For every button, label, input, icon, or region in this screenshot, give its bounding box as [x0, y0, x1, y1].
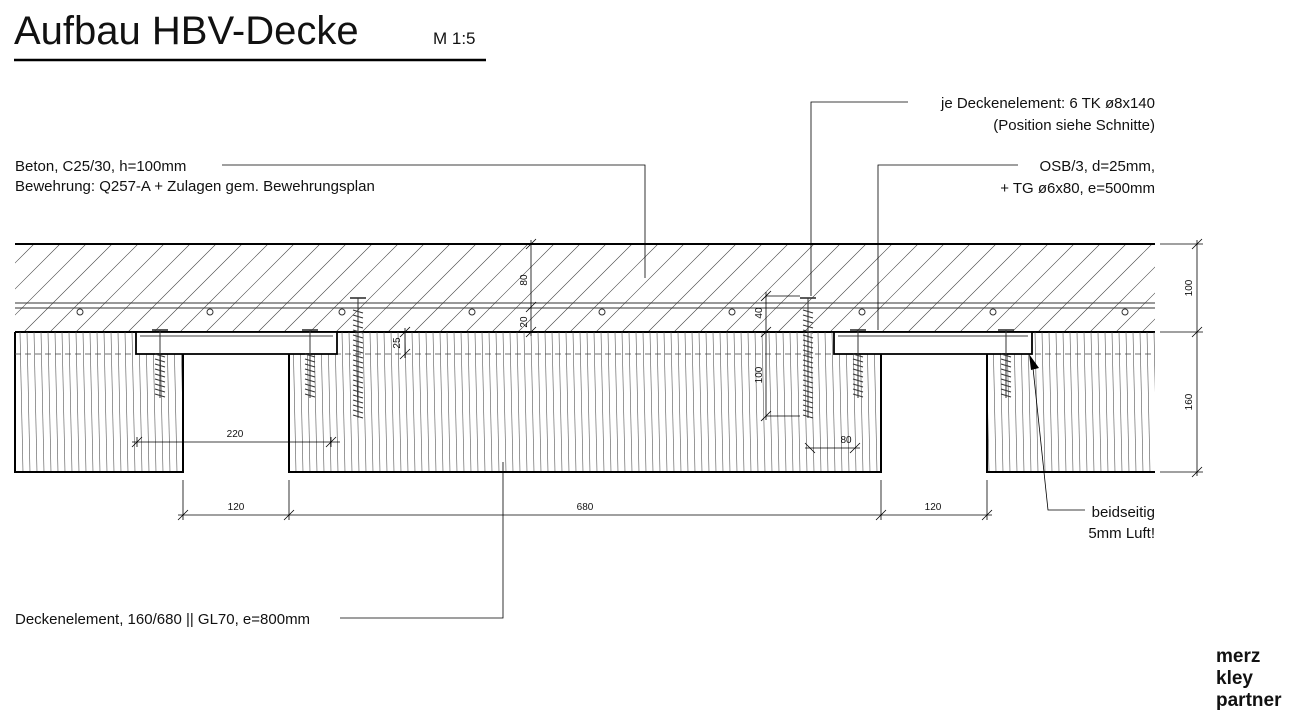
dim-gap-width: 220 [227, 429, 244, 440]
drawing-title: Aufbau HBV-Decke [14, 9, 359, 53]
label-luft-line2: 5mm Luft! [1088, 525, 1155, 542]
label-osb-line2: + TG ø6x80, e=500mm [1000, 180, 1155, 197]
logo-line-merz: merz [1216, 646, 1260, 667]
label-tk-line2: (Position siehe Schnitte) [993, 117, 1155, 134]
concrete-slab [15, 243, 1155, 333]
dim-right-gap: 120 [925, 502, 942, 513]
dim-tk-embed: 100 [754, 366, 765, 383]
dimension-lines [131, 238, 1203, 521]
logo-line-partner: partner [1216, 690, 1282, 711]
label-luft-line1: beidseitig [1092, 504, 1155, 521]
label-osb-line1: OSB/3, d=25mm, [1040, 158, 1155, 175]
label-beton-line2: Bewehrung: Q257-A + Zulagen gem. Bewehru… [15, 178, 375, 195]
tg-screws [152, 297, 1014, 419]
company-logo: merz kley partner [1216, 646, 1282, 711]
dim-osb-thickness: 25 [392, 337, 403, 349]
arrow-gap-indicator [1029, 354, 1039, 370]
dim-concrete-total: 100 [1184, 279, 1195, 296]
dim-left-gap: 120 [228, 502, 245, 513]
dim-timber-height: 160 [1184, 393, 1195, 410]
drawing-scale: M 1:5 [433, 29, 476, 48]
dim-concrete-upper: 80 [519, 274, 530, 286]
label-deckenelement: Deckenelement, 160/680 || GL70, e=800mm [15, 611, 310, 628]
dim-tg-length: 80 [840, 435, 852, 446]
leader-lines [222, 101, 1085, 619]
label-beton-line1: Beton, C25/30, h=100mm [15, 158, 186, 175]
dim-element-width: 680 [577, 502, 594, 513]
logo-line-kley: kley [1216, 668, 1253, 689]
label-tk-line1: je Deckenelement: 6 TK ø8x140 [940, 95, 1155, 112]
osb-boards [135, 331, 1033, 355]
dim-tk-top: 40 [754, 307, 765, 319]
dim-concrete-lower: 20 [519, 316, 530, 328]
